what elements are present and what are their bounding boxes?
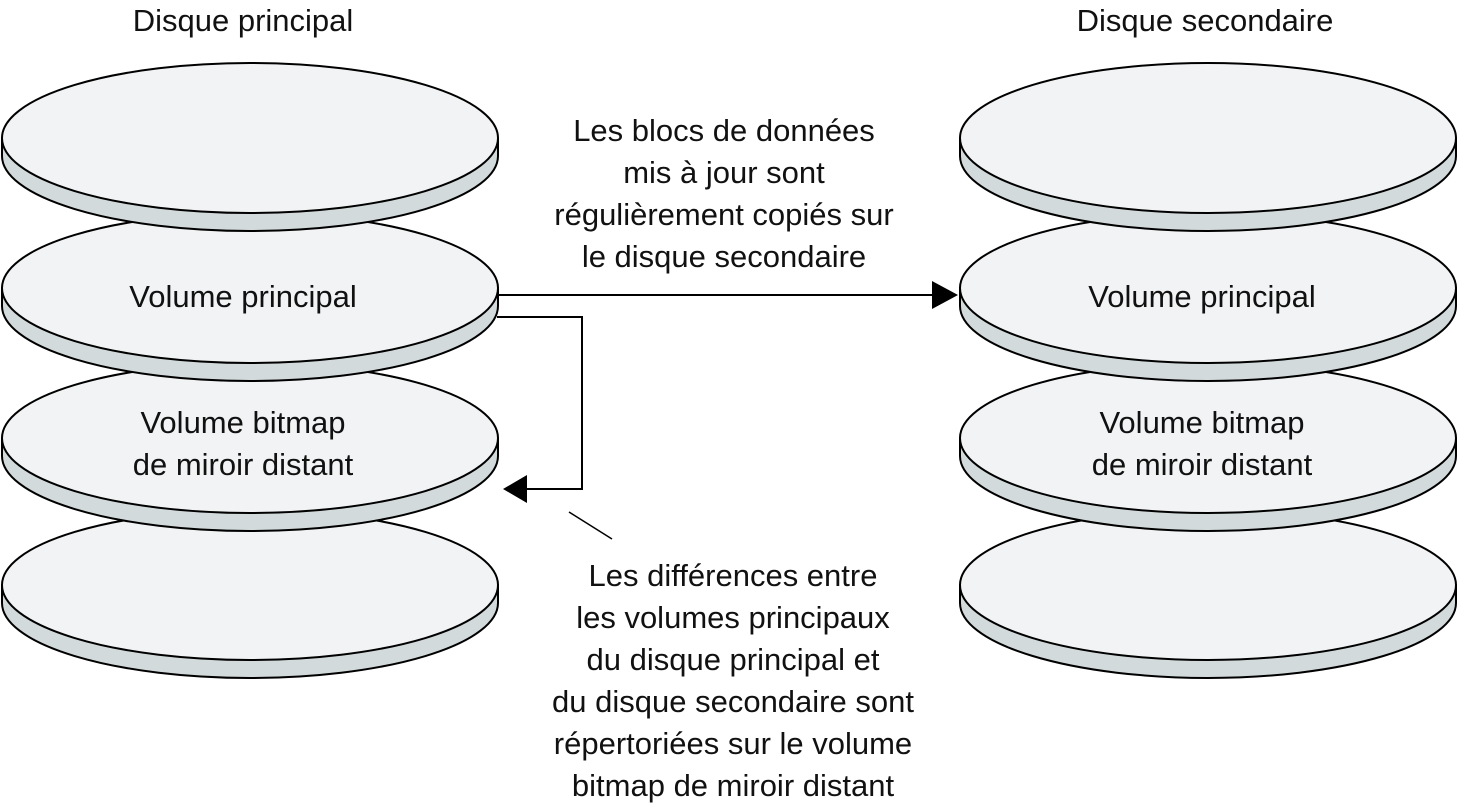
note-line: Les différences entre (588, 558, 878, 593)
primary-bitmap-label: Volume bitmap de miroir distant (43, 402, 443, 486)
bitmap-line-2: de miroir distant (132, 447, 354, 482)
note-line: répertoriées sur le volume (553, 726, 913, 761)
note-line: régulièrement copiés sur (554, 197, 894, 232)
secondary-volume-label: Volume principal (1088, 279, 1316, 314)
secondary-disk-platter (959, 509, 1457, 679)
secondary-disk-platter (959, 212, 1457, 382)
bitmap-line-2: de miroir distant (1091, 447, 1313, 482)
primary-disk-platter (0, 62, 499, 232)
note-line: les volumes principaux (576, 600, 890, 635)
copy-arrow (499, 281, 958, 309)
primary-volume-label: Volume principal (129, 279, 357, 314)
primary-disk-platter (0, 362, 499, 532)
secondary-disk-platter (959, 62, 1457, 232)
secondary-disk-title: Disque secondaire (1076, 3, 1334, 38)
primary-disk-title: Disque principal (132, 3, 354, 38)
bitmap-arrow (497, 316, 583, 503)
primary-disk-platter (0, 509, 499, 679)
note-line: du disque secondaire sont (552, 684, 914, 719)
note-line: bitmap de miroir distant (571, 768, 895, 803)
disk-top (1, 509, 499, 661)
disk-top (1, 62, 499, 214)
secondary-disk-platter (959, 362, 1457, 532)
note-line: Les blocs de données (573, 113, 875, 148)
disk-top (959, 62, 1457, 214)
note-line: le disque secondaire (581, 239, 867, 274)
note-line: du disque principal et (586, 642, 880, 677)
disk-top (959, 509, 1457, 661)
copy-note: Les blocs de données mis à jour sont rég… (524, 110, 924, 278)
bitmap-line-1: Volume bitmap (140, 405, 346, 440)
secondary-bitmap-label: Volume bitmap de miroir distant (1002, 402, 1402, 486)
diff-note: Les différences entre les volumes princi… (523, 555, 943, 807)
leader-line (568, 511, 613, 540)
primary-disk-platter (0, 212, 499, 382)
note-line: mis à jour sont (623, 155, 825, 190)
bitmap-line-1: Volume bitmap (1099, 405, 1305, 440)
